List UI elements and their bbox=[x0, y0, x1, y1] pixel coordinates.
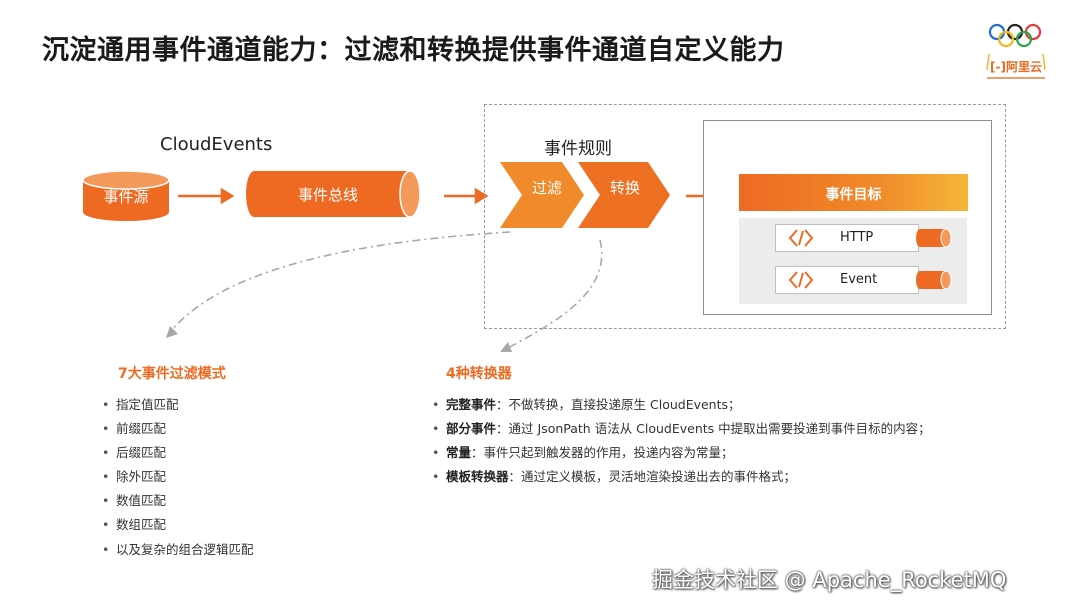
event-rule-label: 事件规则 bbox=[544, 139, 612, 159]
event-target-header bbox=[739, 174, 968, 211]
rule-chevrons bbox=[500, 162, 670, 228]
target-item-event-label: Event bbox=[840, 272, 878, 287]
aliyun-logo-text: 阿里云 bbox=[1005, 60, 1042, 74]
list-item: •部分事件：通过 JsonPath 语法从 CloudEvents 中提取出需要… bbox=[432, 421, 931, 436]
list-item: •数组匹配 bbox=[102, 517, 167, 532]
page-title: 沉淀通用事件通道能力：过滤和转换提供事件通道自定义能力 bbox=[42, 35, 785, 66]
transformers-title: 4种转换器 bbox=[446, 366, 512, 382]
connector-icon bbox=[788, 271, 814, 289]
filter-stage-label: 过滤 bbox=[532, 179, 563, 197]
event-rule-dashed-region bbox=[484, 104, 1006, 329]
list-item: •模板转换器：通过定义模板，灵活地渲染投递出去的事件格式； bbox=[432, 469, 797, 484]
target-item-http-cap bbox=[916, 228, 952, 248]
watermark: 掘金技术社区 @ Apache_RocketMQ bbox=[652, 568, 1007, 592]
filter-modes-title: 7大事件过滤模式 bbox=[118, 366, 226, 382]
aliyun-logo: [-]阿里云 bbox=[983, 58, 1049, 75]
cloudevents-label: CloudEvents bbox=[160, 134, 273, 155]
target-item-event bbox=[775, 266, 919, 294]
list-item: •常量：事件只起到触发器的作用，投递内容为常量； bbox=[432, 445, 734, 460]
transform-stage-label: 转换 bbox=[610, 179, 641, 197]
list-item: •除外匹配 bbox=[102, 469, 167, 484]
list-item: •后缀匹配 bbox=[102, 445, 167, 460]
connector-icon bbox=[788, 229, 814, 247]
event-bus-label: 事件总线 bbox=[297, 186, 358, 204]
list-item: •指定值匹配 bbox=[102, 397, 179, 412]
event-target-title: 事件目标 bbox=[825, 187, 882, 203]
olympic-rings-logo bbox=[986, 23, 1046, 71]
target-item-http-label: HTTP bbox=[840, 230, 874, 245]
target-item-event-cap bbox=[916, 270, 952, 290]
aliyun-logo-glyph: [-] bbox=[990, 60, 1006, 74]
target-item-http bbox=[775, 224, 919, 252]
list-item: •以及复杂的组合逻辑匹配 bbox=[102, 542, 254, 557]
list-item: •完整事件：不做转换，直接投递原生 CloudEvents； bbox=[432, 397, 741, 412]
list-item: •前缀匹配 bbox=[102, 421, 167, 436]
logo-subtext-decoration bbox=[987, 77, 1045, 79]
event-source-cylinder bbox=[82, 170, 170, 221]
event-bus-cylinder bbox=[246, 170, 421, 218]
list-item: •数值匹配 bbox=[102, 493, 167, 508]
event-source-label: 事件源 bbox=[103, 188, 149, 206]
